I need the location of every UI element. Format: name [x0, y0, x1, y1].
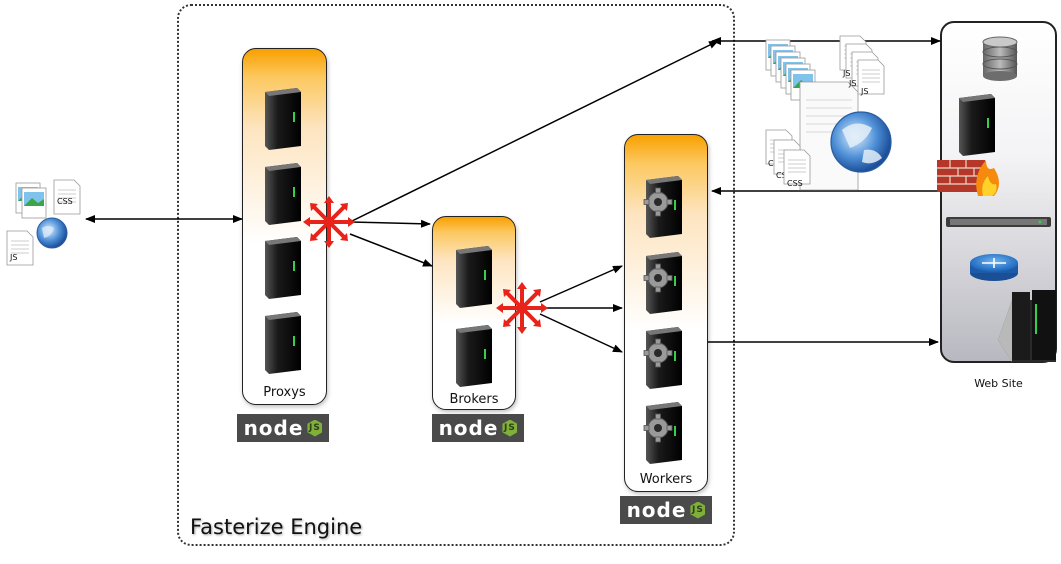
proxy-server-icon	[265, 312, 301, 374]
proxy-server-icon	[265, 163, 301, 225]
fasterize-engine-container	[177, 4, 735, 546]
broker-server-icon	[456, 246, 492, 308]
firewall-icon	[937, 160, 999, 196]
resource-js-label: JS	[860, 87, 868, 96]
nodejs-logo-text: node	[626, 498, 687, 522]
web-server-icon	[959, 94, 995, 156]
broker-to-worker-arrow	[539, 313, 623, 353]
nodejs-logo-js: JS	[690, 501, 706, 519]
client-js-label: JS	[9, 253, 17, 262]
broker-load-balancer-icon	[494, 280, 550, 336]
broker-to-worker-arrow	[539, 265, 623, 303]
router-icon	[970, 254, 1018, 281]
rack-server-icon	[946, 217, 1051, 227]
proxy-load-balancer-icon	[301, 194, 357, 250]
mainframe-icon	[998, 290, 1056, 362]
proxy-server-icon	[265, 237, 301, 299]
worker-server-icon	[643, 327, 682, 389]
broker-server-icon	[456, 325, 492, 387]
resource-js-label: JS	[842, 69, 850, 78]
workers-label: Workers	[639, 472, 693, 487]
nodejs-logo-js: JS	[307, 419, 323, 437]
resource-js-label: JS	[848, 79, 856, 88]
engine-label: Fasterize Engine	[190, 515, 363, 539]
client-documents-icon: CSS JS	[6, 179, 81, 266]
worker-server-icon	[643, 252, 682, 314]
nodejs-logo-text: node	[243, 416, 304, 440]
proxys-label: Proxys	[263, 385, 306, 400]
web-resources-icon: JS JS JS CSS CSS CSS	[765, 35, 892, 191]
website-label: Web Site	[974, 377, 1023, 390]
nodejs-logo-js: JS	[502, 419, 518, 437]
resource-css-label: CSS	[787, 179, 803, 188]
worker-server-icon	[643, 402, 682, 464]
nodejs-logo-text: node	[438, 416, 499, 440]
proxy-to-broker-arrow	[349, 233, 433, 267]
client-css-label: CSS	[57, 197, 73, 206]
worker-server-icon	[643, 176, 682, 238]
proxy-to-origin-arrow	[349, 40, 719, 223]
brokers-label: Brokers	[449, 392, 499, 407]
proxy-to-broker-arrow	[349, 219, 431, 228]
database-icon	[982, 36, 1018, 81]
proxy-server-icon	[265, 88, 301, 150]
